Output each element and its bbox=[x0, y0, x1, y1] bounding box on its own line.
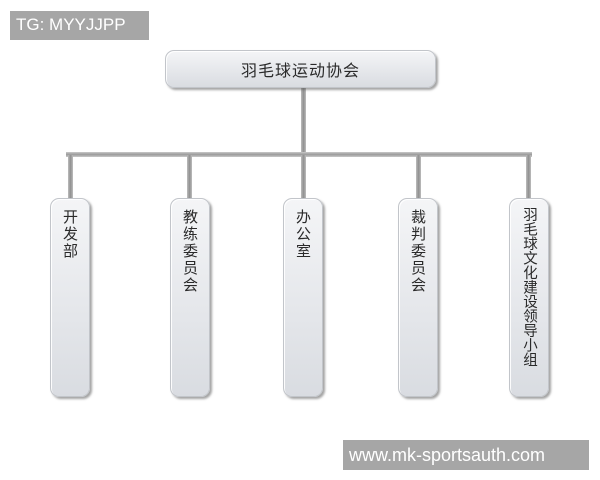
org-root-label: 羽毛球运动协会 bbox=[240, 61, 360, 80]
org-child-node-referee-committee: 裁判委员会 bbox=[398, 198, 438, 397]
org-child-node-office: 办公室 bbox=[283, 198, 323, 397]
org-child-label: 裁判委员会 bbox=[409, 209, 427, 294]
watermark-bottom: www.mk-sportsauth.com bbox=[343, 440, 589, 470]
org-child-node-culture-leadership-group: 羽毛球文化建设领导小组 bbox=[509, 198, 549, 397]
org-child-label: 羽毛球文化建设领导小组 bbox=[521, 207, 537, 367]
org-child-node-coaching-committee: 教练委员会 bbox=[170, 198, 210, 397]
org-root-node: 羽毛球运动协会 bbox=[165, 50, 436, 88]
horizontal-bus-connector bbox=[66, 152, 532, 157]
child-stem-connector-2 bbox=[187, 155, 192, 199]
child-stem-connector-1 bbox=[68, 155, 73, 199]
root-stem-connector bbox=[301, 88, 306, 154]
child-stem-connector-5 bbox=[526, 155, 531, 199]
org-child-label: 开发部 bbox=[61, 209, 79, 260]
child-stem-connector-3 bbox=[301, 155, 306, 199]
org-child-label: 办公室 bbox=[294, 209, 312, 260]
org-child-node-development: 开发部 bbox=[50, 198, 90, 397]
watermark-top: TG: MYYJJPP bbox=[10, 11, 149, 40]
org-child-label: 教练委员会 bbox=[181, 209, 199, 294]
child-stem-connector-4 bbox=[416, 155, 421, 199]
